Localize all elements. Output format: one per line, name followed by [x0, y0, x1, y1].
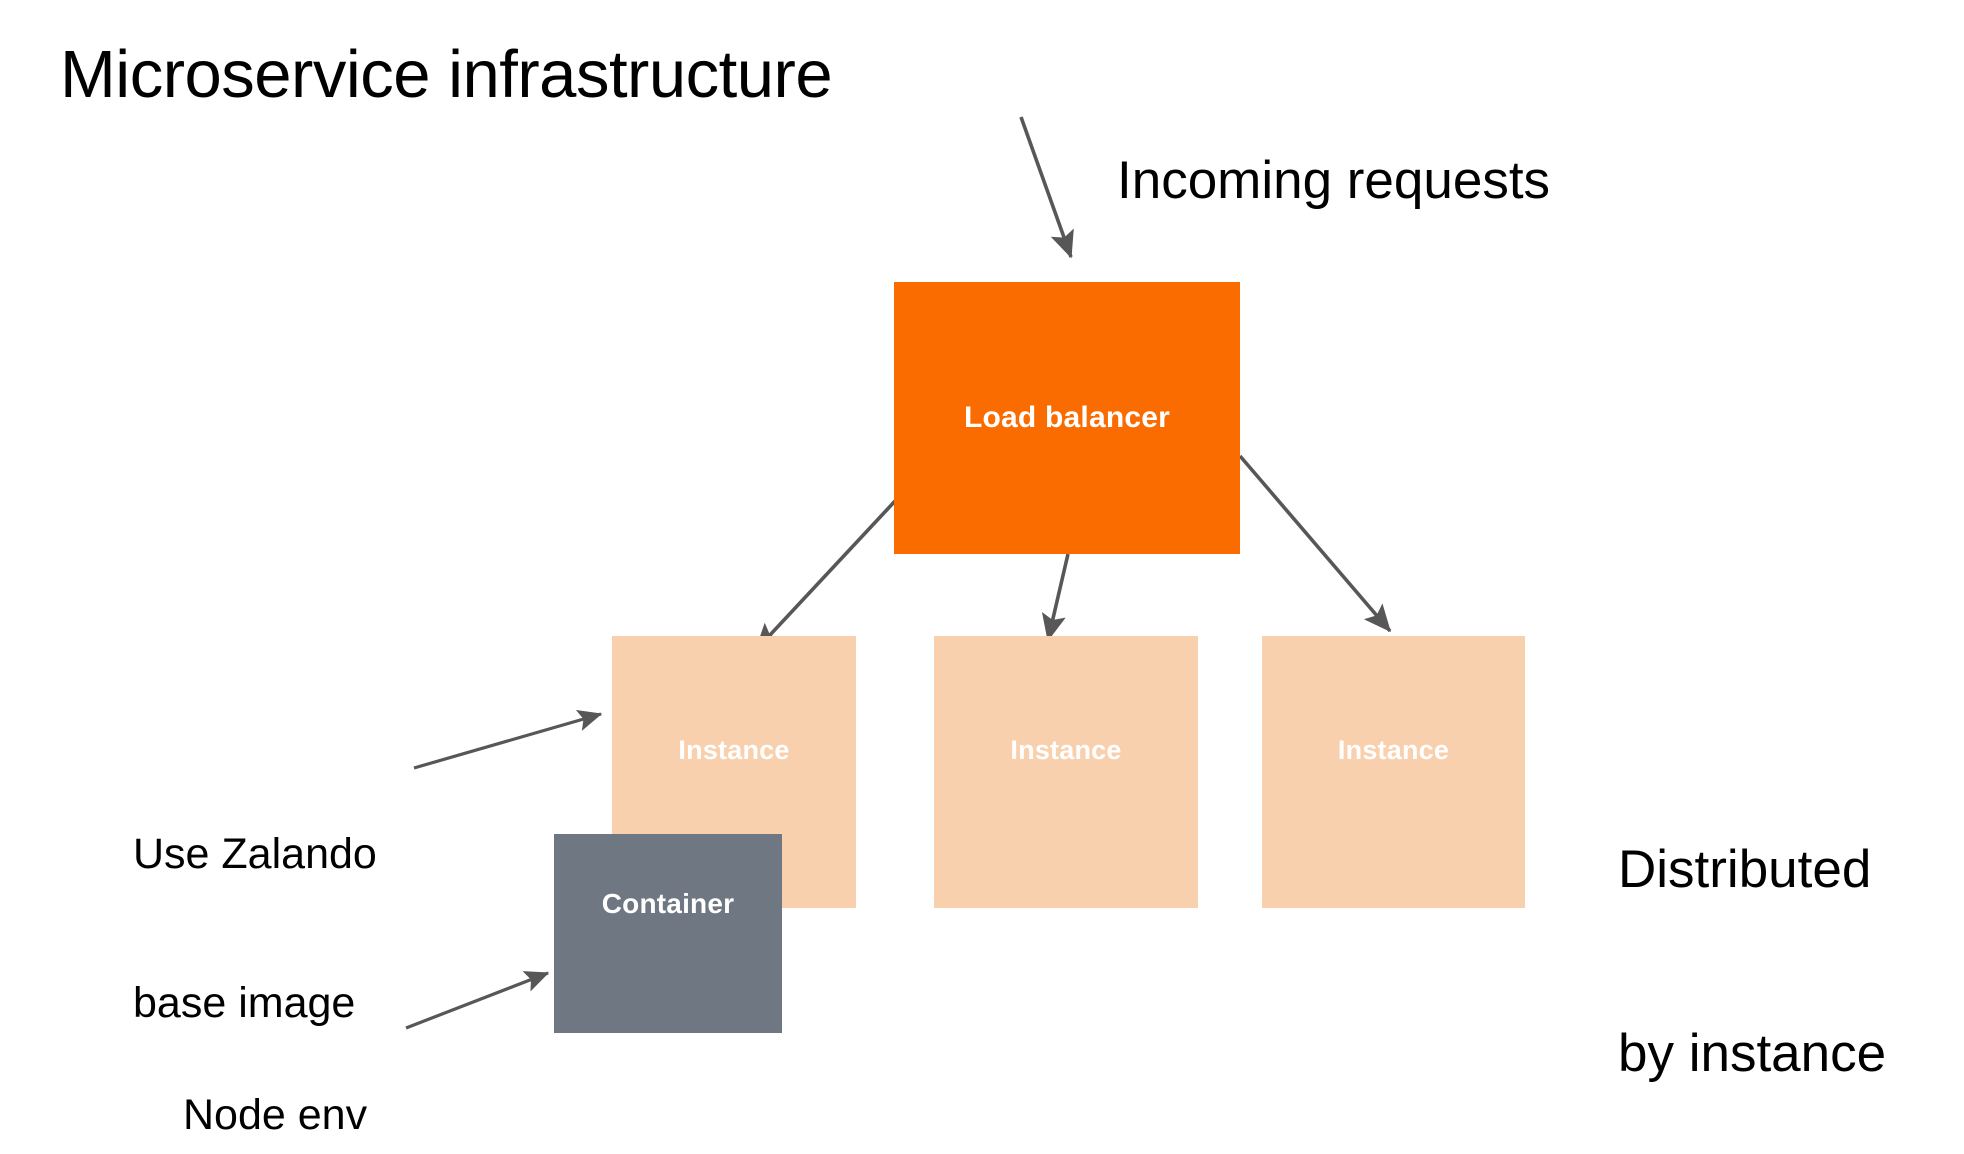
label-distributed-line-2: by instance: [1618, 1024, 1887, 1084]
label-node-jvm-env: Node env JVM env: [183, 991, 367, 1154]
node-instance-3-label: Instance: [1337, 734, 1450, 765]
node-instance-1-label: Instance: [678, 734, 790, 765]
node-container-label: Container: [601, 887, 735, 919]
label-incoming-requests: Incoming requests: [1117, 151, 1551, 210]
node-load-balancer[interactable]: Load balancer: [894, 282, 1240, 554]
label-distributed-by-instance: Distributed by instance: [1618, 716, 1886, 1154]
node-instance-3[interactable]: Instance: [1262, 636, 1525, 908]
node-instance-2-label: Instance: [1010, 734, 1122, 765]
label-distributed-line-1: Distributed: [1618, 839, 1872, 899]
label-use-zalando-line-2: base image: [133, 979, 356, 1028]
node-load-balancer-label: Load balancer: [964, 401, 1170, 434]
label-use-zalando-base-image: Use Zalando base image: [133, 730, 377, 1129]
node-container[interactable]: Container: [554, 834, 782, 1033]
arrow-load-balancer-to-instance-3: [1238, 454, 1392, 633]
arrow-load-balancer-to-instance-1: [754, 498, 898, 652]
arrow-env-note-to-container: [405, 971, 550, 1030]
arrow-load-balancer-to-instance-2: [1041, 553, 1070, 642]
label-node-env-line-1: Node env: [183, 1090, 368, 1139]
node-instance-2[interactable]: Instance: [934, 636, 1198, 908]
label-use-zalando-line-1: Use Zalando: [133, 829, 377, 878]
page-title: Microservice infrastructure: [60, 37, 833, 112]
arrow-zalando-note-to-instance-1: [413, 709, 603, 770]
arrow-incoming-to-load-balancer: [1019, 116, 1074, 259]
